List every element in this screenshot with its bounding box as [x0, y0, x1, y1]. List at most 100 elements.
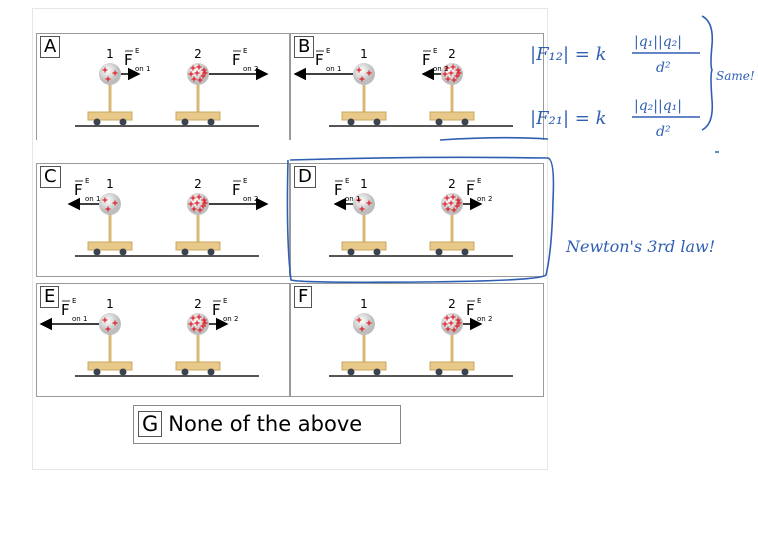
plus-charge-icon	[356, 317, 362, 323]
plus-charge-icon	[455, 197, 461, 203]
cart-post	[196, 82, 200, 112]
force-subscript: on 2	[243, 195, 258, 203]
panel-label: E	[40, 286, 60, 308]
plus-charge-icon	[102, 317, 108, 323]
wheel	[461, 248, 469, 256]
force-subscript: on 1	[345, 195, 360, 203]
plus-charge-icon	[201, 67, 207, 73]
eq2-lhs: |F₂₁| = k	[530, 108, 606, 129]
cart	[429, 361, 475, 371]
same-note: Same!	[716, 69, 755, 83]
plus-charge-icon	[188, 201, 194, 207]
wheel	[373, 118, 381, 126]
force-subscript: on 2	[477, 315, 492, 323]
force-symbol: F	[124, 51, 133, 69]
wheel	[181, 368, 189, 376]
force-superscript: E	[326, 47, 330, 55]
force-symbol: F	[315, 51, 324, 69]
force-symbol: F	[334, 181, 343, 199]
wheel	[435, 248, 443, 256]
wheel	[93, 248, 101, 256]
force-symbol: F	[422, 51, 431, 69]
cart-post	[450, 82, 454, 112]
charge-label-1: 1	[360, 297, 368, 311]
force-symbol: F	[61, 301, 70, 319]
wheel	[119, 368, 127, 376]
force-subscript: on 1	[326, 65, 341, 73]
force-superscript: E	[85, 177, 89, 185]
plus-charge-icon	[444, 195, 450, 201]
eq1-lhs: |F₁₂| = k	[530, 44, 606, 65]
cart-post	[108, 82, 112, 112]
charge-label-1: 1	[106, 47, 114, 61]
charge-label-1: 1	[360, 47, 368, 61]
plus-charge-icon	[201, 317, 207, 323]
cart	[429, 241, 475, 251]
cart	[87, 361, 133, 371]
force-symbol: F	[232, 51, 241, 69]
force-subscript: on 2	[243, 65, 258, 73]
force-subscript: on 2	[223, 315, 238, 323]
plus-charge-icon	[201, 197, 207, 203]
plus-charge-icon	[112, 320, 118, 326]
wheel	[181, 118, 189, 126]
plus-charge-icon	[445, 326, 451, 332]
option-g-label: G	[138, 411, 163, 437]
cart	[341, 111, 387, 121]
force-superscript: E	[243, 47, 247, 55]
eq1-denominator: d²	[656, 60, 671, 76]
plus-charge-icon	[451, 77, 457, 83]
charge-label-2: 2	[448, 177, 456, 191]
charge-label-2: 2	[448, 297, 456, 311]
plus-charge-icon	[450, 64, 456, 70]
wheel	[347, 368, 355, 376]
plus-charge-icon	[188, 321, 194, 327]
plus-charge-icon	[366, 70, 372, 76]
charge-label-2: 2	[194, 177, 202, 191]
charge-label-2: 2	[194, 47, 202, 61]
plus-charge-icon	[356, 197, 362, 203]
plus-charge-icon	[448, 200, 454, 206]
plus-charge-icon	[194, 320, 200, 326]
wheel	[435, 118, 443, 126]
force-symbol: F	[74, 181, 83, 199]
plus-charge-icon	[442, 201, 448, 207]
force-superscript: E	[477, 177, 481, 185]
charge-label-1: 1	[360, 177, 368, 191]
plus-charge-icon	[191, 76, 197, 82]
cart-post	[362, 332, 366, 362]
force-superscript: E	[135, 47, 139, 55]
plus-charge-icon	[196, 314, 202, 320]
plus-charge-icon	[202, 320, 208, 326]
force-subscript: on 2	[433, 65, 448, 73]
cart-post	[450, 212, 454, 242]
wheel	[347, 248, 355, 256]
cart	[175, 111, 221, 121]
cart	[175, 361, 221, 371]
cart-post	[196, 332, 200, 362]
plus-charge-icon	[456, 320, 462, 326]
plus-charge-icon	[102, 67, 108, 73]
panel-label: A	[40, 36, 61, 58]
wheel	[93, 368, 101, 376]
plus-charge-icon	[445, 206, 451, 212]
wheel	[119, 248, 127, 256]
plus-charge-icon	[366, 200, 372, 206]
force-superscript: E	[345, 177, 349, 185]
plus-charge-icon	[442, 71, 448, 77]
cart	[87, 241, 133, 251]
charge-label-1: 1	[106, 177, 114, 191]
